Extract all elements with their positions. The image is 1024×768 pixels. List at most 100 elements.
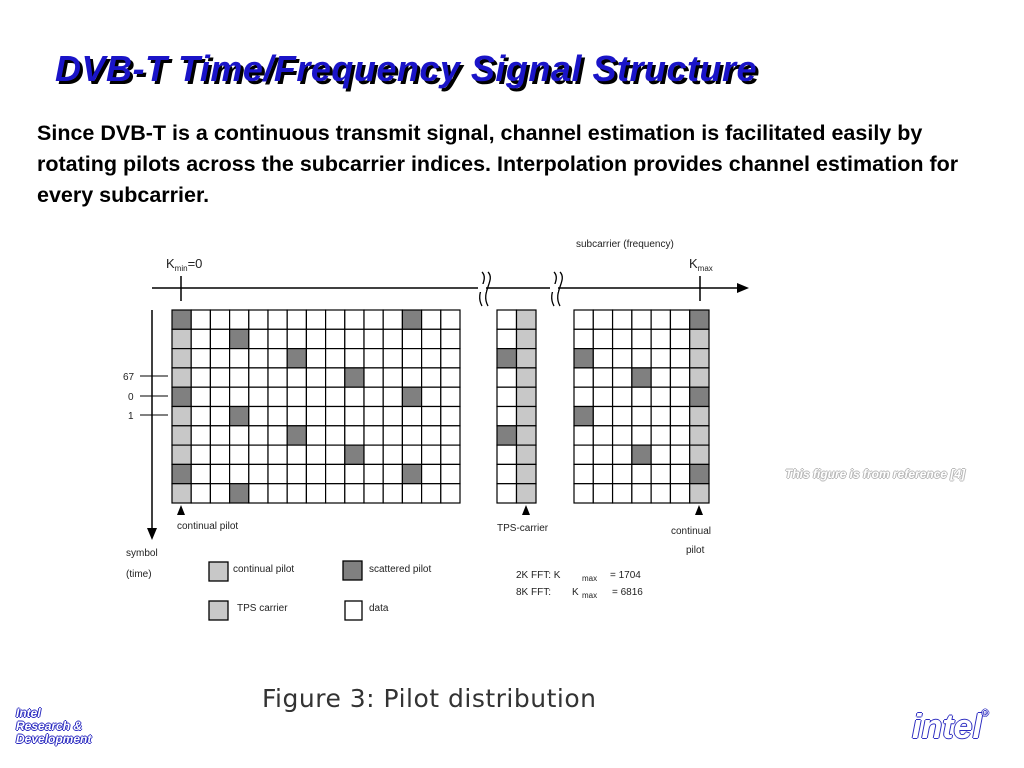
continual-pilot-cell (689, 483, 710, 504)
data-cell (669, 463, 691, 485)
data-cell (611, 444, 633, 466)
scattered-pilot-cell (496, 348, 518, 369)
continual-pilot-cell (689, 444, 710, 466)
data-cell (421, 348, 442, 369)
data-cell (363, 463, 384, 485)
continual-pilot-cell (689, 328, 710, 350)
data-cell (496, 444, 518, 466)
data-cell (248, 463, 269, 485)
data-cell (305, 425, 327, 446)
data-cell (229, 309, 250, 330)
data-cell (440, 309, 461, 330)
legend-swatch-data (344, 600, 363, 621)
data-cell (440, 463, 461, 485)
data-cell (209, 328, 231, 350)
scattered-pilot-cell (401, 463, 423, 485)
data-cell (496, 483, 518, 504)
time-axis-arrowhead (147, 528, 157, 540)
continual-pilot-cell (171, 405, 192, 427)
continual-pilot-marker-right (695, 505, 703, 515)
data-cell (267, 386, 288, 408)
data-cell (611, 328, 633, 350)
data-cell (267, 444, 288, 466)
data-cell (229, 425, 250, 446)
continual-pilot-marker-left (177, 505, 185, 515)
data-cell (325, 405, 346, 427)
legend-label-continual-pilot: continual pilot (233, 564, 294, 575)
data-cell (650, 425, 672, 446)
data-cell (669, 367, 691, 388)
intel-research-development-label: Intel Research & Development (16, 707, 91, 746)
data-cell (421, 309, 442, 330)
kmax-label: Kmax (689, 256, 713, 273)
data-cell (440, 425, 461, 446)
scattered-pilot-cell (229, 405, 250, 427)
data-cell (363, 386, 384, 408)
legend-swatch-scattered-pilot (342, 560, 363, 581)
data-cell (190, 405, 211, 427)
data-cell (325, 444, 346, 466)
data-cell (496, 309, 518, 330)
data-cell (592, 367, 614, 388)
data-cell (363, 367, 384, 388)
data-cell (248, 386, 269, 408)
data-cell (421, 483, 442, 504)
data-cell (209, 367, 231, 388)
data-cell (421, 444, 442, 466)
kmin-label: Kmin=0 (166, 256, 202, 273)
scattered-pilot-cell (689, 463, 710, 485)
data-cell (209, 309, 231, 330)
data-cell (344, 405, 365, 427)
data-cell (229, 463, 250, 485)
scattered-pilot-cell (171, 463, 192, 485)
carrier-grid-left (171, 309, 461, 504)
data-cell (650, 328, 672, 350)
annotation-continual-pilot-right: continual (671, 526, 711, 537)
continual-pilot-cell (689, 405, 710, 427)
data-cell (209, 405, 231, 427)
data-cell (611, 463, 633, 485)
data-cell (401, 348, 423, 369)
data-cell (573, 309, 594, 330)
data-cell (382, 405, 404, 427)
data-cell (382, 309, 404, 330)
data-cell (421, 405, 442, 427)
row-label-0: 0 (128, 392, 134, 403)
data-cell (286, 483, 308, 504)
carrier-grid-middle (496, 309, 537, 504)
row-label-1: 1 (128, 411, 134, 422)
frequency-axis-arrowhead (737, 283, 749, 293)
tps-carrier-cell (515, 367, 537, 388)
data-cell (305, 367, 327, 388)
scattered-pilot-cell (344, 444, 365, 466)
data-cell (573, 444, 594, 466)
data-cell (305, 309, 327, 330)
scattered-pilot-cell (631, 444, 652, 466)
continual-pilot-cell (689, 348, 710, 369)
continual-pilot-cell (171, 348, 192, 369)
data-cell (267, 367, 288, 388)
data-cell (496, 405, 518, 427)
data-cell (363, 309, 384, 330)
legend-swatch-continual-pilot (208, 561, 229, 582)
intel-logo: intel® (912, 708, 989, 747)
data-cell (229, 348, 250, 369)
data-cell (248, 483, 269, 504)
data-cell (363, 425, 384, 446)
continual-pilot-cell (171, 483, 192, 504)
data-cell (286, 367, 308, 388)
data-cell (573, 367, 594, 388)
continual-pilot-cell (171, 328, 192, 350)
data-cell (611, 309, 633, 330)
data-cell (650, 444, 672, 466)
data-cell (382, 367, 404, 388)
data-cell (248, 328, 269, 350)
intel-logo-text: intel (912, 708, 982, 746)
data-cell (401, 425, 423, 446)
data-cell (573, 425, 594, 446)
tps-carrier-cell (515, 405, 537, 427)
continual-pilot-cell (171, 367, 192, 388)
data-cell (496, 328, 518, 350)
